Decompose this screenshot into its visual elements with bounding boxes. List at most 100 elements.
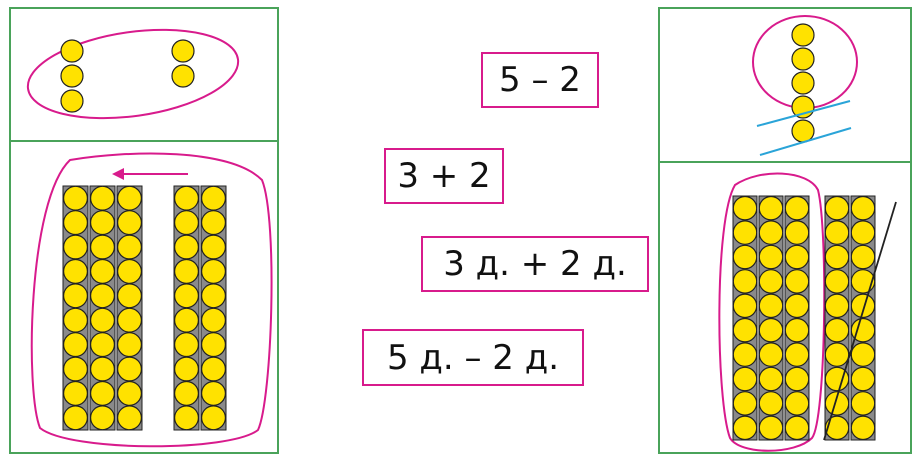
bead xyxy=(116,332,142,358)
bead xyxy=(732,269,758,294)
bead xyxy=(824,366,850,392)
bead xyxy=(850,195,876,221)
bead xyxy=(824,220,850,245)
bead xyxy=(174,405,200,431)
bead xyxy=(116,258,142,284)
bead xyxy=(89,380,115,406)
bead xyxy=(62,234,88,260)
bead xyxy=(732,415,758,441)
bead xyxy=(758,342,784,367)
left-bottom-group-loop xyxy=(30,152,273,448)
right-bottom-tens xyxy=(732,195,876,441)
bead xyxy=(784,293,810,319)
bead xyxy=(174,307,200,333)
bead xyxy=(791,23,815,47)
bead xyxy=(116,210,142,236)
bead xyxy=(758,195,784,221)
bead xyxy=(824,342,850,367)
bead xyxy=(784,366,810,392)
bead xyxy=(784,269,810,294)
bead xyxy=(784,415,810,441)
expression-text: 3 д. + 2 д. xyxy=(443,244,627,284)
bead xyxy=(89,307,115,333)
bead xyxy=(201,234,227,260)
bead xyxy=(89,258,115,284)
bead xyxy=(60,89,84,113)
cross-out-line-1 xyxy=(756,100,851,127)
bead xyxy=(201,356,227,382)
bead xyxy=(174,258,200,284)
bead xyxy=(732,293,758,319)
bead xyxy=(850,366,876,392)
expression-five-minus-two: 5 – 2 xyxy=(481,52,599,108)
bead xyxy=(174,332,200,358)
bead xyxy=(62,405,88,431)
bead xyxy=(791,119,815,143)
expression-three-plus-two: 3 + 2 xyxy=(384,148,504,204)
right-bottom-group-loop xyxy=(718,172,826,452)
bead xyxy=(824,391,850,416)
cross-out-diagonal xyxy=(823,201,897,441)
bead xyxy=(116,283,142,309)
bead xyxy=(784,317,810,343)
bead xyxy=(201,307,227,333)
bead xyxy=(201,185,227,211)
bead xyxy=(758,220,784,245)
bead xyxy=(62,332,88,358)
bead xyxy=(201,332,227,358)
bead xyxy=(201,210,227,236)
bead xyxy=(201,380,227,406)
bead xyxy=(89,210,115,236)
bead xyxy=(89,332,115,358)
left-panel-frame xyxy=(9,7,279,454)
bead xyxy=(60,64,84,88)
cross-out-line-2 xyxy=(759,127,852,156)
bead xyxy=(62,380,88,406)
bead xyxy=(62,307,88,333)
bead xyxy=(732,220,758,245)
bead xyxy=(824,317,850,343)
bead xyxy=(784,391,810,416)
bead xyxy=(174,234,200,260)
bead xyxy=(62,283,88,309)
expression-three-tens-plus-two-tens: 3 д. + 2 д. xyxy=(421,236,649,292)
bead xyxy=(850,415,876,441)
bead xyxy=(791,71,815,95)
bead xyxy=(174,185,200,211)
bead xyxy=(850,391,876,416)
bead xyxy=(89,185,115,211)
bead xyxy=(758,244,784,270)
bead xyxy=(784,244,810,270)
bead xyxy=(824,195,850,221)
bead xyxy=(850,342,876,367)
bead xyxy=(116,356,142,382)
right-top-beads xyxy=(791,23,815,143)
bead xyxy=(850,220,876,245)
left-top-group-loop xyxy=(26,28,240,120)
expression-text: 3 + 2 xyxy=(397,156,491,196)
bead xyxy=(784,195,810,221)
expression-text: 5 д. – 2 д. xyxy=(386,337,560,378)
bead xyxy=(732,366,758,392)
left-bottom-tens xyxy=(62,185,227,431)
bead xyxy=(758,415,784,441)
bead xyxy=(174,356,200,382)
bead xyxy=(89,283,115,309)
expression-five-tens-minus-two-tens: 5 д. – 2 д. xyxy=(362,329,584,386)
expression-text: 5 – 2 xyxy=(499,60,581,100)
bead xyxy=(171,39,195,63)
bead xyxy=(174,283,200,309)
bead xyxy=(824,244,850,270)
bead xyxy=(174,210,200,236)
bead xyxy=(758,269,784,294)
bead xyxy=(824,293,850,319)
bead xyxy=(850,269,876,294)
bead xyxy=(62,210,88,236)
bead xyxy=(174,380,200,406)
bead xyxy=(62,356,88,382)
bead xyxy=(732,391,758,416)
bead xyxy=(171,64,195,88)
bead xyxy=(89,405,115,431)
bead xyxy=(784,342,810,367)
